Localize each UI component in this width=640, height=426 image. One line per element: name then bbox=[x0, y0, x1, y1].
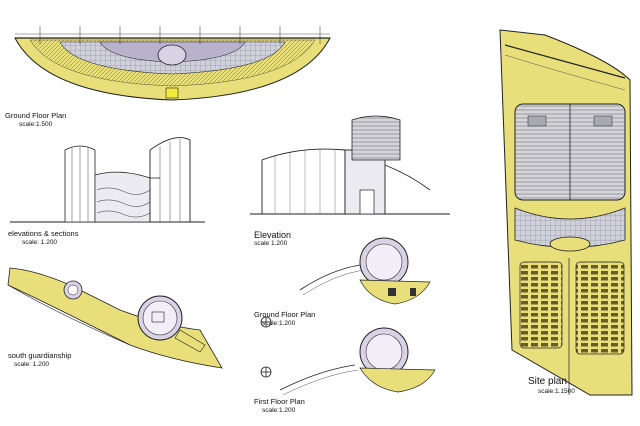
first-floor-plan-scale: scale:1.200 bbox=[262, 406, 296, 414]
elevation-title: Elevation bbox=[254, 230, 292, 240]
ground-floor-plan-title: Ground Floor Plan bbox=[5, 111, 67, 120]
elevation-label: Elevation scale 1.200 bbox=[254, 230, 291, 248]
site-plan-drawing bbox=[499, 29, 633, 396]
ground-floor-plan-small-scale: scale:1.200 bbox=[262, 319, 296, 327]
ground-floor-plan-small-drawing bbox=[260, 237, 431, 328]
south-guardianship-title: south guardianship bbox=[8, 351, 72, 360]
first-floor-plan-label: First Floor Plan scale:1.200 bbox=[254, 397, 305, 414]
elevations-sections-drawing bbox=[10, 137, 205, 223]
ground-floor-plan-drawing bbox=[14, 26, 331, 101]
elevation-drawing bbox=[250, 115, 450, 215]
site-plan-scale: scale:1.1500 bbox=[538, 387, 575, 395]
elevations-sections-title: elevations & sections bbox=[8, 229, 79, 238]
first-floor-plan-title: First Floor Plan bbox=[254, 397, 305, 406]
site-plan-title: Site plan bbox=[528, 376, 567, 387]
south-guardianship-scale: scale: 1.200 bbox=[14, 360, 50, 368]
elevations-sections-label: elevations & sections scale: 1.200 bbox=[8, 229, 79, 246]
ground-floor-plan-scale: scale:1.500 bbox=[19, 120, 53, 128]
south-guardianship-label: south guardianship scale: 1.200 bbox=[8, 351, 72, 368]
ground-floor-plan-small-title: Ground Floor Plan bbox=[254, 310, 316, 319]
ground-floor-plan-small-label: Ground Floor Plan scale:1.200 bbox=[254, 310, 316, 327]
ground-floor-plan-label: Ground Floor Plan scale:1.500 bbox=[5, 111, 67, 128]
elevation-scale: scale 1.200 bbox=[254, 240, 288, 248]
south-guardianship-drawing bbox=[7, 267, 223, 369]
elevations-sections-scale: scale: 1.200 bbox=[22, 238, 58, 246]
first-floor-plan-drawing bbox=[260, 327, 436, 396]
site-plan-label: Site plan scale:1.1500 bbox=[528, 376, 575, 395]
